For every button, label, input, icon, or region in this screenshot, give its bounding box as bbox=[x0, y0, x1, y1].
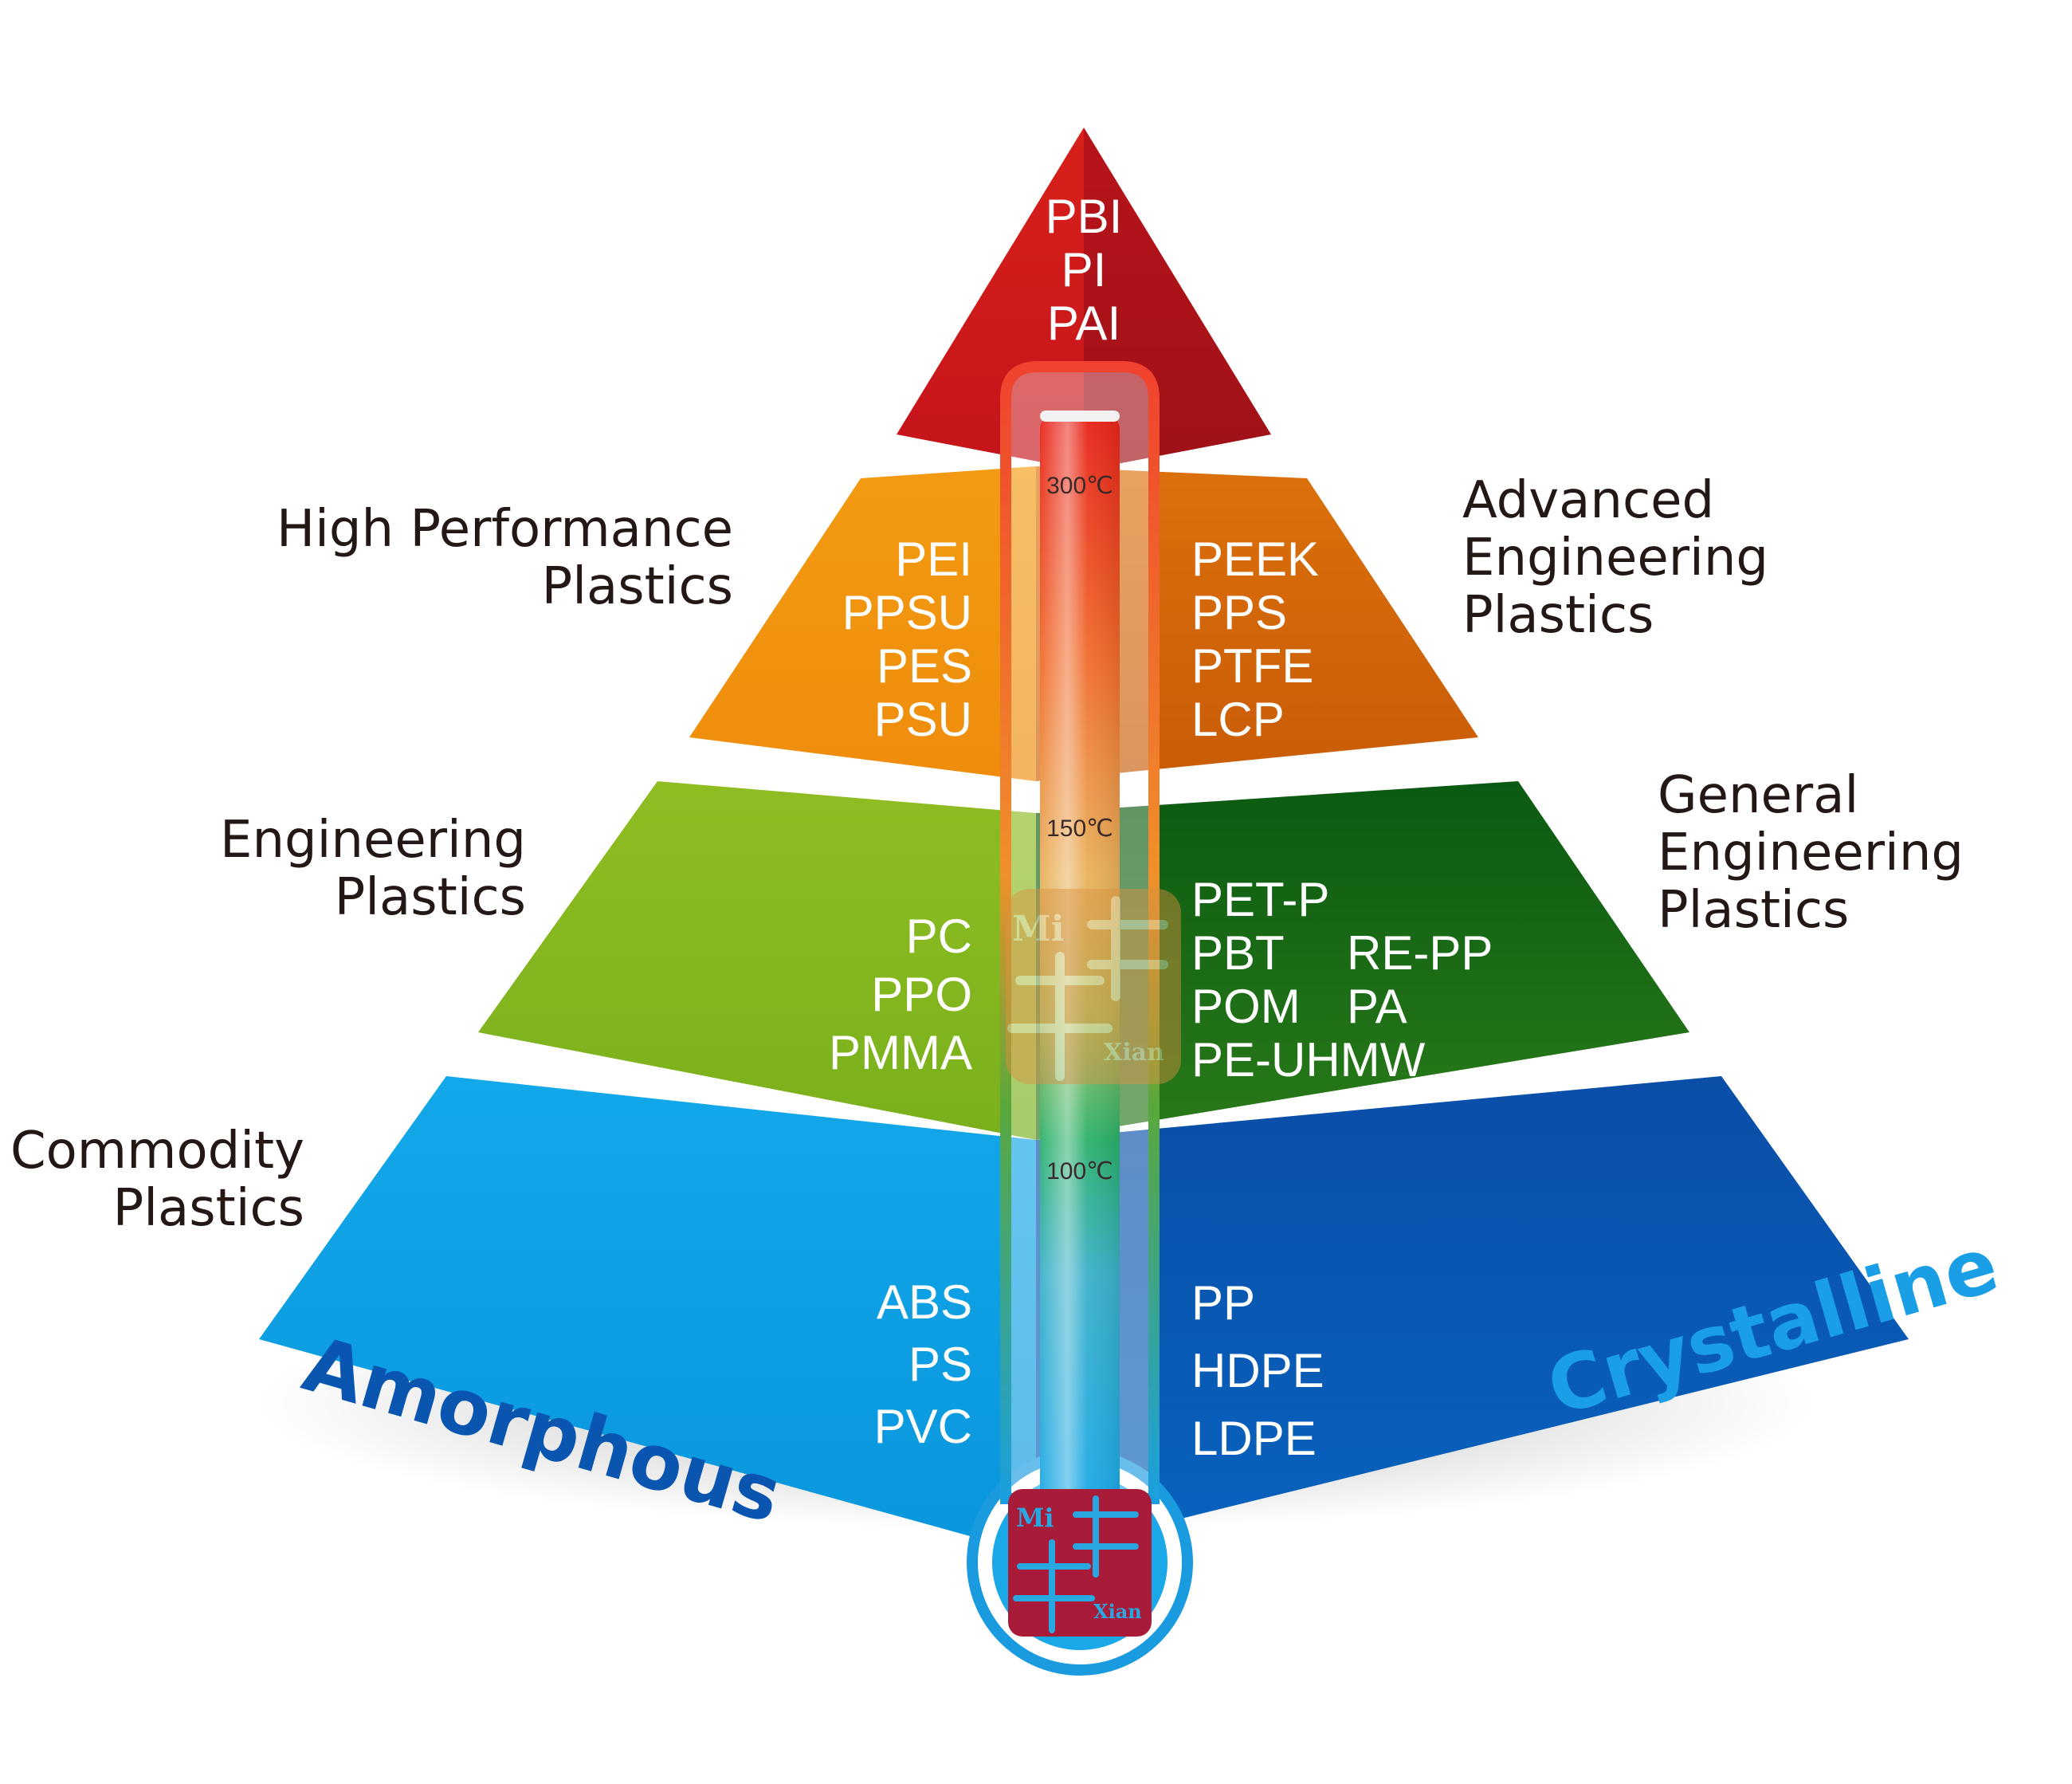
material-pet-p: PET-P bbox=[1191, 873, 1330, 926]
tier-engineering-right-face bbox=[1036, 781, 1689, 1140]
material-pp: PP bbox=[1191, 1276, 1256, 1330]
engineering-crystalline-list: PET-P PBT POM PE-UHMW bbox=[1191, 873, 1425, 1087]
logo-watermark-text-mi: Mi bbox=[1012, 909, 1064, 949]
commodity-amorphous-list: ABS PS PVC bbox=[813, 1271, 972, 1458]
engineering-amorphous-list: PC PPO PMMA bbox=[749, 907, 972, 1082]
tier-top-left-face bbox=[897, 128, 1084, 470]
material-pom: POM bbox=[1191, 980, 1301, 1033]
engineering-crystalline-extra-list: RE-PP PA bbox=[1347, 926, 1493, 1033]
thermometer-column-gloss bbox=[1040, 415, 1120, 1515]
material-re-pp: RE-PP bbox=[1347, 926, 1493, 980]
logo-watermark-text-xian: Xian bbox=[1104, 1039, 1164, 1067]
material-hdpe: HDPE bbox=[1191, 1344, 1324, 1397]
commodity-crystalline-list: PP HDPE LDPE bbox=[1191, 1269, 1324, 1472]
material-pc: PC bbox=[905, 910, 972, 963]
thermometer-tick-150: 150℃ bbox=[1046, 815, 1113, 842]
mi-xian-seal-logo: Mi Xian bbox=[1008, 1489, 1152, 1637]
tier-top-right-face bbox=[1084, 128, 1271, 470]
label-commodity-plastics: Commodity Plastics bbox=[10, 1122, 304, 1238]
material-pbt: PBT bbox=[1191, 926, 1285, 980]
tier-engineering bbox=[478, 781, 1689, 1140]
material-pi: PI bbox=[1061, 243, 1107, 297]
tier-engineering-left-face bbox=[478, 781, 1036, 1140]
material-peek: PEEK bbox=[1191, 532, 1320, 586]
high-crystalline-list: PEEK PPS PTFE LCP bbox=[1191, 532, 1319, 746]
material-ppsu: PPSU bbox=[842, 586, 972, 639]
thermometer-column-cap bbox=[1040, 411, 1120, 422]
tier-commodity-right-face bbox=[1036, 1076, 1909, 1554]
material-pe-uhmw: PE-UHMW bbox=[1191, 1033, 1426, 1087]
material-pa: PA bbox=[1347, 980, 1407, 1033]
logo-text-mi: Mi bbox=[1016, 1503, 1054, 1533]
tier-high-performance bbox=[689, 466, 1478, 781]
material-pei: PEI bbox=[895, 532, 972, 586]
material-pvc: PVC bbox=[873, 1400, 972, 1453]
label-advanced-engineering-plastics: Advanced Engineering Plastics bbox=[1462, 471, 1768, 645]
material-pmma: PMMA bbox=[829, 1026, 972, 1079]
material-pbi: PBI bbox=[1045, 190, 1123, 243]
top-materials: PBI PI PAI bbox=[1004, 190, 1164, 350]
material-psu: PSU bbox=[873, 693, 972, 746]
material-pai: PAI bbox=[1046, 297, 1121, 350]
material-abs: ABS bbox=[876, 1275, 972, 1329]
logo-watermark: Mi Xian bbox=[1006, 889, 1181, 1084]
tier-commodity-left-face bbox=[259, 1076, 1036, 1554]
label-general-engineering-plastics: General Engineering Plastics bbox=[1658, 766, 1964, 940]
label-high-performance-plastics: High Performance Plastics bbox=[277, 500, 733, 616]
label-engineering-plastics: Engineering Plastics bbox=[220, 811, 526, 927]
material-lcp: LCP bbox=[1191, 693, 1285, 746]
tier-high-left-face bbox=[689, 466, 1036, 781]
thermometer-tick-100: 100℃ bbox=[1046, 1158, 1113, 1185]
logo-text-xian: Xian bbox=[1093, 1600, 1142, 1623]
material-pps: PPS bbox=[1191, 586, 1288, 639]
material-pes: PES bbox=[876, 639, 972, 693]
tier-high-right-face bbox=[1036, 466, 1478, 781]
high-amorphous-list: PEI PPSU PES PSU bbox=[813, 532, 972, 746]
material-ppo: PPO bbox=[871, 968, 972, 1021]
tier-commodity bbox=[259, 1076, 1909, 1554]
material-ldpe: LDPE bbox=[1191, 1412, 1317, 1465]
material-ptfe: PTFE bbox=[1191, 639, 1314, 693]
tier-top bbox=[897, 128, 1271, 470]
material-ps: PS bbox=[908, 1338, 972, 1391]
thermometer-tick-300: 300℃ bbox=[1046, 473, 1113, 499]
